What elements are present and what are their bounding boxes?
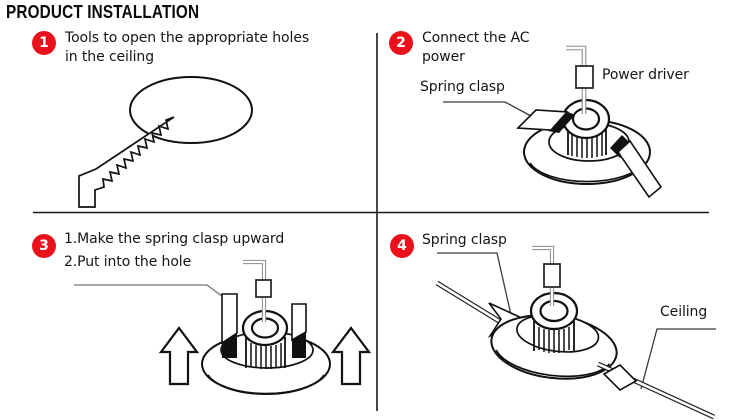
- step2-number-badge: 2: [389, 31, 413, 55]
- right-spring-clasp: [616, 139, 663, 199]
- step1-number-badge: 1: [32, 31, 56, 55]
- right-clasp-hinge: [610, 135, 633, 158]
- step2-text-line2: power: [422, 49, 465, 65]
- right-spring-clasp: [602, 364, 638, 391]
- left-spring-clasp: [516, 109, 569, 131]
- hole-leader-line: [74, 284, 232, 304]
- ceiling-label: Ceiling: [660, 304, 708, 320]
- trim-ring-bottom-edge: [207, 374, 325, 395]
- spring-clasp-leader-line: [437, 252, 512, 316]
- step3-text-line2: 2.Put into the hole: [64, 254, 192, 270]
- step3-text-line1: 1.Make the spring clasp upward: [64, 231, 285, 247]
- step4-figure: [435, 245, 716, 420]
- power-driver-box: [543, 263, 561, 288]
- step1-text-line2: in the ceiling: [65, 49, 154, 65]
- saw-icon: [78, 116, 175, 208]
- up-arrow-right: [330, 326, 372, 386]
- step3-number-badge: 3: [32, 234, 56, 258]
- step1-figure: [78, 76, 253, 208]
- ceiling-leader-line: [640, 328, 716, 390]
- step4-number-badge: 4: [390, 234, 414, 258]
- heatsink-cylinder: [245, 337, 286, 369]
- left-clasp-hinge: [548, 111, 575, 133]
- page-title: PRODUCT INSTALLATION: [6, 2, 200, 22]
- step2-figure: [443, 45, 663, 199]
- trim-ring-bottom-edge: [495, 349, 611, 378]
- up-arrow-left: [158, 326, 200, 386]
- step2-text-line1: Connect the AC: [422, 30, 530, 46]
- right-clasp-hinge: [292, 332, 306, 358]
- spring-clasp-label: Spring clasp: [420, 79, 505, 95]
- heatsink-cylinder: [533, 321, 575, 353]
- power-driver-label: Power driver: [602, 67, 689, 83]
- power-driver-box: [575, 65, 594, 89]
- power-driver-box: [255, 279, 272, 298]
- step3-figure: [74, 259, 372, 395]
- spring-clasp-leader-line: [443, 101, 534, 118]
- quadrant-dividers: [33, 33, 709, 411]
- step1-text-line1: Tools to open the appropriate holes: [65, 30, 310, 46]
- step4-spring-clasp-label: Spring clasp: [422, 232, 507, 248]
- ceiling-hole-ellipse: [129, 76, 253, 144]
- left-clasp-hinge: [222, 333, 237, 358]
